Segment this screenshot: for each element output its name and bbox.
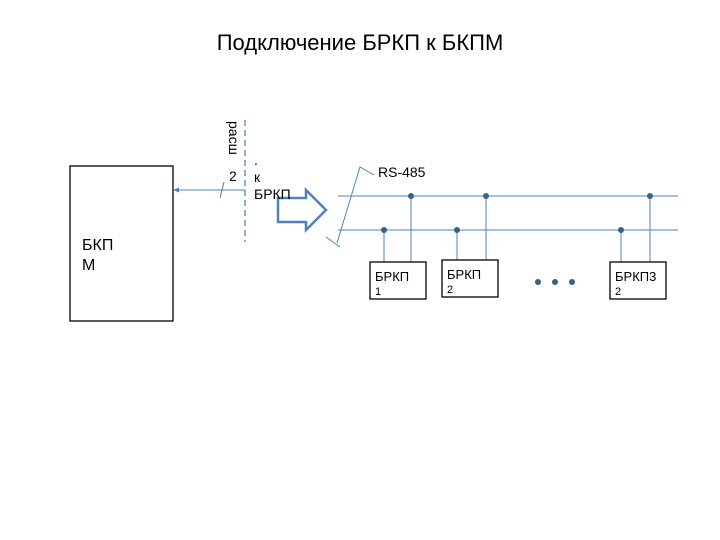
diagram-title: Подключение БРКП к БКПМ — [216, 30, 504, 55]
device2-node-a — [454, 227, 460, 233]
device3-box — [609, 261, 667, 300]
bkpm-box — [69, 165, 174, 322]
device3-node-a — [618, 227, 624, 233]
bus-break-tick — [325, 236, 341, 248]
ellipsis-text: • • • — [533, 292, 535, 293]
block-arrow-icon — [276, 186, 328, 234]
device2-node-b — [483, 193, 489, 199]
extension-label-line3: БРКП — [254, 186, 291, 202]
connector-number: 2 — [229, 168, 237, 184]
device1-node-a — [381, 227, 387, 233]
bkpm-link-arrowhead — [173, 187, 179, 193]
extension-label-line1: . — [254, 152, 258, 168]
cable-break-mark — [219, 181, 225, 199]
extension-label: . к БРКП — [254, 152, 291, 203]
device3-label: БРКП3 2 — [615, 268, 656, 298]
bus-label: RS-485 — [378, 164, 426, 180]
device2-label-line2: 2 — [447, 284, 454, 296]
device3-label-line1: БРКП3 — [615, 269, 657, 284]
bkpm-label-line2: М — [82, 257, 96, 274]
device1-box — [369, 261, 427, 300]
ellipsis-dot-2 — [552, 279, 558, 285]
bkpm-label: БКП М — [82, 236, 113, 276]
connector-vertical-label: расш — [226, 121, 242, 155]
device3-label-line2: 2 — [615, 286, 622, 298]
bus-break-zigzag — [336, 166, 375, 244]
ellipsis-dot-3 — [569, 279, 575, 285]
device2-label: БРКП 2 — [447, 266, 481, 296]
ellipsis-dot-1 — [535, 279, 541, 285]
device1-label-line2: 1 — [375, 286, 382, 298]
device3-node-b — [647, 193, 653, 199]
device1-label-line1: БРКП — [375, 269, 410, 284]
device1-label: БРКП 1 — [375, 268, 409, 298]
device2-box — [441, 259, 499, 298]
device1-node-b — [408, 193, 414, 199]
bkpm-label-line1: БКП — [82, 237, 114, 254]
device2-label-line1: БРКП — [447, 267, 482, 282]
extension-label-line2: к — [254, 169, 261, 185]
